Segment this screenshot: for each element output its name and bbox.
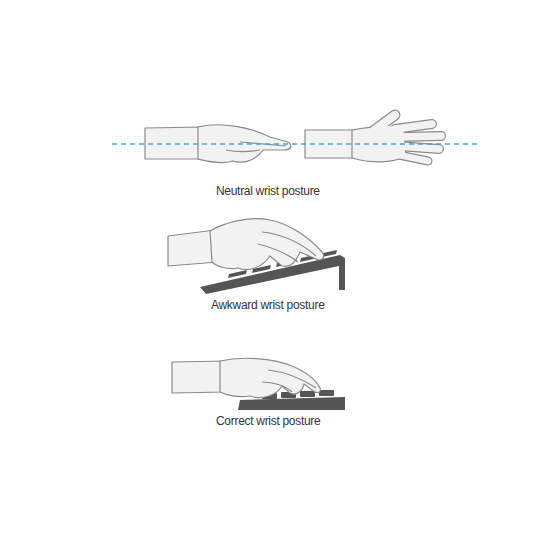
awkward-hand <box>168 219 324 270</box>
posture-caption: Awkward wrist posture <box>211 298 325 312</box>
correct-hand <box>172 358 320 397</box>
neutral-axis <box>112 143 478 145</box>
posture-caption: Correct wrist posture <box>216 414 320 428</box>
posture-caption: Neutral wrist posture <box>216 184 320 198</box>
finger-fills <box>372 115 441 161</box>
